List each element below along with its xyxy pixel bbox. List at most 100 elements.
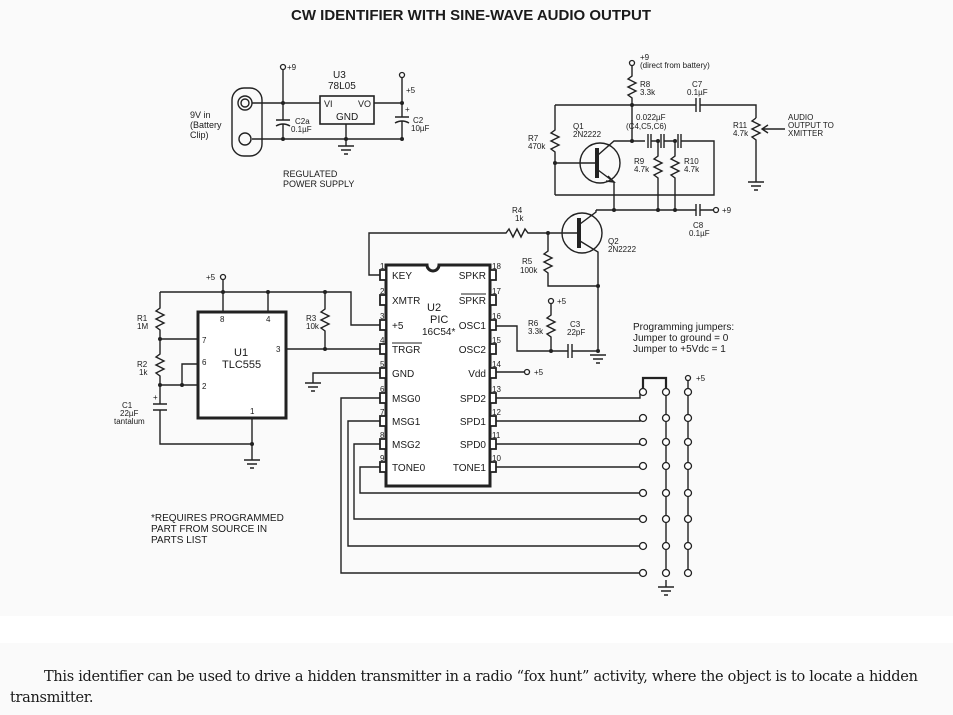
- jumper-pad-ground[interactable]: [661, 461, 671, 471]
- u1-pin8: 8: [220, 315, 225, 324]
- u1-pin1: 1: [250, 407, 255, 416]
- pic-pin-9: [379, 461, 387, 473]
- pic-left-pins: 1KEY2XMTR3+54TRGR5GND6MSG07MSG18MSG29TON…: [379, 262, 426, 474]
- q2-emitter-wire: [579, 240, 599, 286]
- r3-ref: R3: [306, 314, 317, 323]
- jumper-pad-ground[interactable]: [661, 568, 671, 578]
- jumper-pad-plus5[interactable]: [683, 488, 693, 498]
- phase-shift-network: [555, 134, 715, 196]
- jumper-pad-signal[interactable]: [638, 461, 648, 471]
- jumper-pad-ground[interactable]: [661, 541, 671, 551]
- q2-collector-wire: [579, 210, 597, 225]
- jumper-pad-plus5[interactable]: [683, 541, 693, 551]
- timer-plus5-terminal: [219, 273, 227, 281]
- r4-value: 1k: [515, 214, 524, 223]
- c2a-ref: C2a: [295, 117, 310, 126]
- c1-value: 22µF: [120, 409, 139, 418]
- jumper-pad-signal[interactable]: [638, 387, 648, 397]
- junction-dot: [281, 137, 285, 141]
- jumper-pad-signal[interactable]: [638, 437, 648, 447]
- audio-output-label-line1: AUDIO: [788, 113, 813, 122]
- jumper-pad-plus5[interactable]: [683, 387, 693, 397]
- battery-clip-outline: [231, 87, 263, 157]
- pic-pin-6: [379, 392, 387, 404]
- pic-pin-17: [489, 294, 497, 306]
- u1-pin2: 2: [202, 382, 207, 391]
- u3-pin-vo: VO: [358, 99, 371, 109]
- pic-pin-number: 5: [380, 360, 385, 369]
- timer-plus5-label: +5: [206, 273, 216, 282]
- jumper-pad-plus5[interactable]: [683, 437, 693, 447]
- r6-plus5-label: +5: [557, 297, 567, 306]
- u3-pin-vi: VI: [324, 99, 333, 109]
- pic-pin-number: 6: [380, 385, 385, 394]
- pic-pin-1: [379, 269, 387, 281]
- osc-plus9-terminal: [628, 59, 636, 67]
- junction-dot: [673, 208, 677, 212]
- r5-value: 100k: [520, 266, 538, 275]
- jumper-pad-ground[interactable]: [661, 413, 671, 423]
- q1-collector-wire: [597, 105, 633, 156]
- jumper-pad-signal[interactable]: [638, 514, 648, 524]
- osc1-wire: [496, 325, 598, 352]
- junction-dot: [596, 349, 600, 353]
- footnote-line1: *REQUIRES PROGRAMMED: [151, 513, 284, 524]
- pic-pin-7: [379, 415, 387, 427]
- jumper-shunt: [641, 376, 668, 389]
- q1-emitter-wire: [597, 169, 615, 210]
- pic-pin-number: 4: [380, 336, 385, 345]
- jumper-pad-ground[interactable]: [661, 437, 671, 447]
- battery-input-label-line3: Clip): [190, 130, 209, 140]
- pic-pin-label: SPD1: [460, 417, 487, 428]
- jumper-pad-ground[interactable]: [661, 387, 671, 397]
- phase-caps-value: 0.022µF: [636, 113, 666, 122]
- ground-icon: [590, 354, 606, 364]
- r10-resistor-symbol: [669, 141, 681, 210]
- key-pin-wire: [368, 268, 380, 276]
- r8-value: 3.3k: [640, 88, 656, 97]
- jumper-pad-signal[interactable]: [638, 488, 648, 498]
- battery-clip-terminal-inner: [240, 98, 250, 108]
- pic-pin-number: 3: [380, 312, 385, 321]
- jumper-pad-ground[interactable]: [661, 488, 671, 498]
- jumper-pad-ground[interactable]: [661, 514, 671, 524]
- jumper-pad-plus5[interactable]: [683, 514, 693, 524]
- battery-input-label-line1: 9V in: [190, 110, 211, 120]
- u1-part: TLC555: [222, 359, 261, 371]
- power-supply-caption-line2: POWER SUPPLY: [283, 179, 354, 189]
- r11-value: 4.7k: [733, 129, 749, 138]
- caption-paragraph: This identifier can be used to drive a h…: [10, 669, 918, 706]
- jumper-wire-left: [359, 466, 640, 494]
- plus9-label: +9: [287, 63, 297, 72]
- jumper-pad-signal[interactable]: [638, 541, 648, 551]
- timer-section: +5 8 4 7 6 2 3 1 U1 TLC555 R1 1M R2 1k +…: [114, 273, 380, 469]
- footnote-line3: PARTS LIST: [151, 535, 207, 546]
- c7-capacitor-symbol: [695, 98, 701, 112]
- audio-output-label-line2: OUTPUT TO: [788, 121, 834, 130]
- pic-pin-11: [489, 438, 497, 450]
- jumper-pad-plus5[interactable]: [683, 568, 693, 578]
- q1-emitter-arrow: [605, 175, 616, 183]
- jumper-pad-signal[interactable]: [638, 568, 648, 578]
- jumper-pad-plus5[interactable]: [683, 461, 693, 471]
- q2-part: 2N2222: [608, 245, 637, 254]
- pic-gnd-ground-icon: [305, 372, 380, 392]
- r8-ref: R8: [640, 80, 651, 89]
- r2-ref: R2: [137, 360, 148, 369]
- ground-icon: [658, 580, 674, 596]
- oscillator-section: +9 (direct from battery) R8 3.3k C7 0.1µ…: [368, 53, 834, 352]
- u1-timer-body: [196, 310, 288, 420]
- osc-top-rail: [555, 104, 757, 118]
- c3-capacitor-symbol: [567, 344, 573, 358]
- c3-ref: C3: [570, 320, 581, 329]
- jumper-pad-plus5[interactable]: [683, 413, 693, 423]
- caption-area: This identifier can be used to drive a h…: [0, 643, 953, 715]
- jumper-pads: [638, 387, 693, 578]
- r9-ref: R9: [634, 157, 645, 166]
- jumper-pad-signal[interactable]: [638, 413, 648, 423]
- r11-wiper-arrow: [760, 124, 785, 134]
- jumper-wire-right: [496, 418, 641, 422]
- pic-pin-number: 12: [492, 408, 501, 417]
- pic-pin-number: 2: [380, 287, 385, 296]
- pic-pin-number: 17: [492, 287, 501, 296]
